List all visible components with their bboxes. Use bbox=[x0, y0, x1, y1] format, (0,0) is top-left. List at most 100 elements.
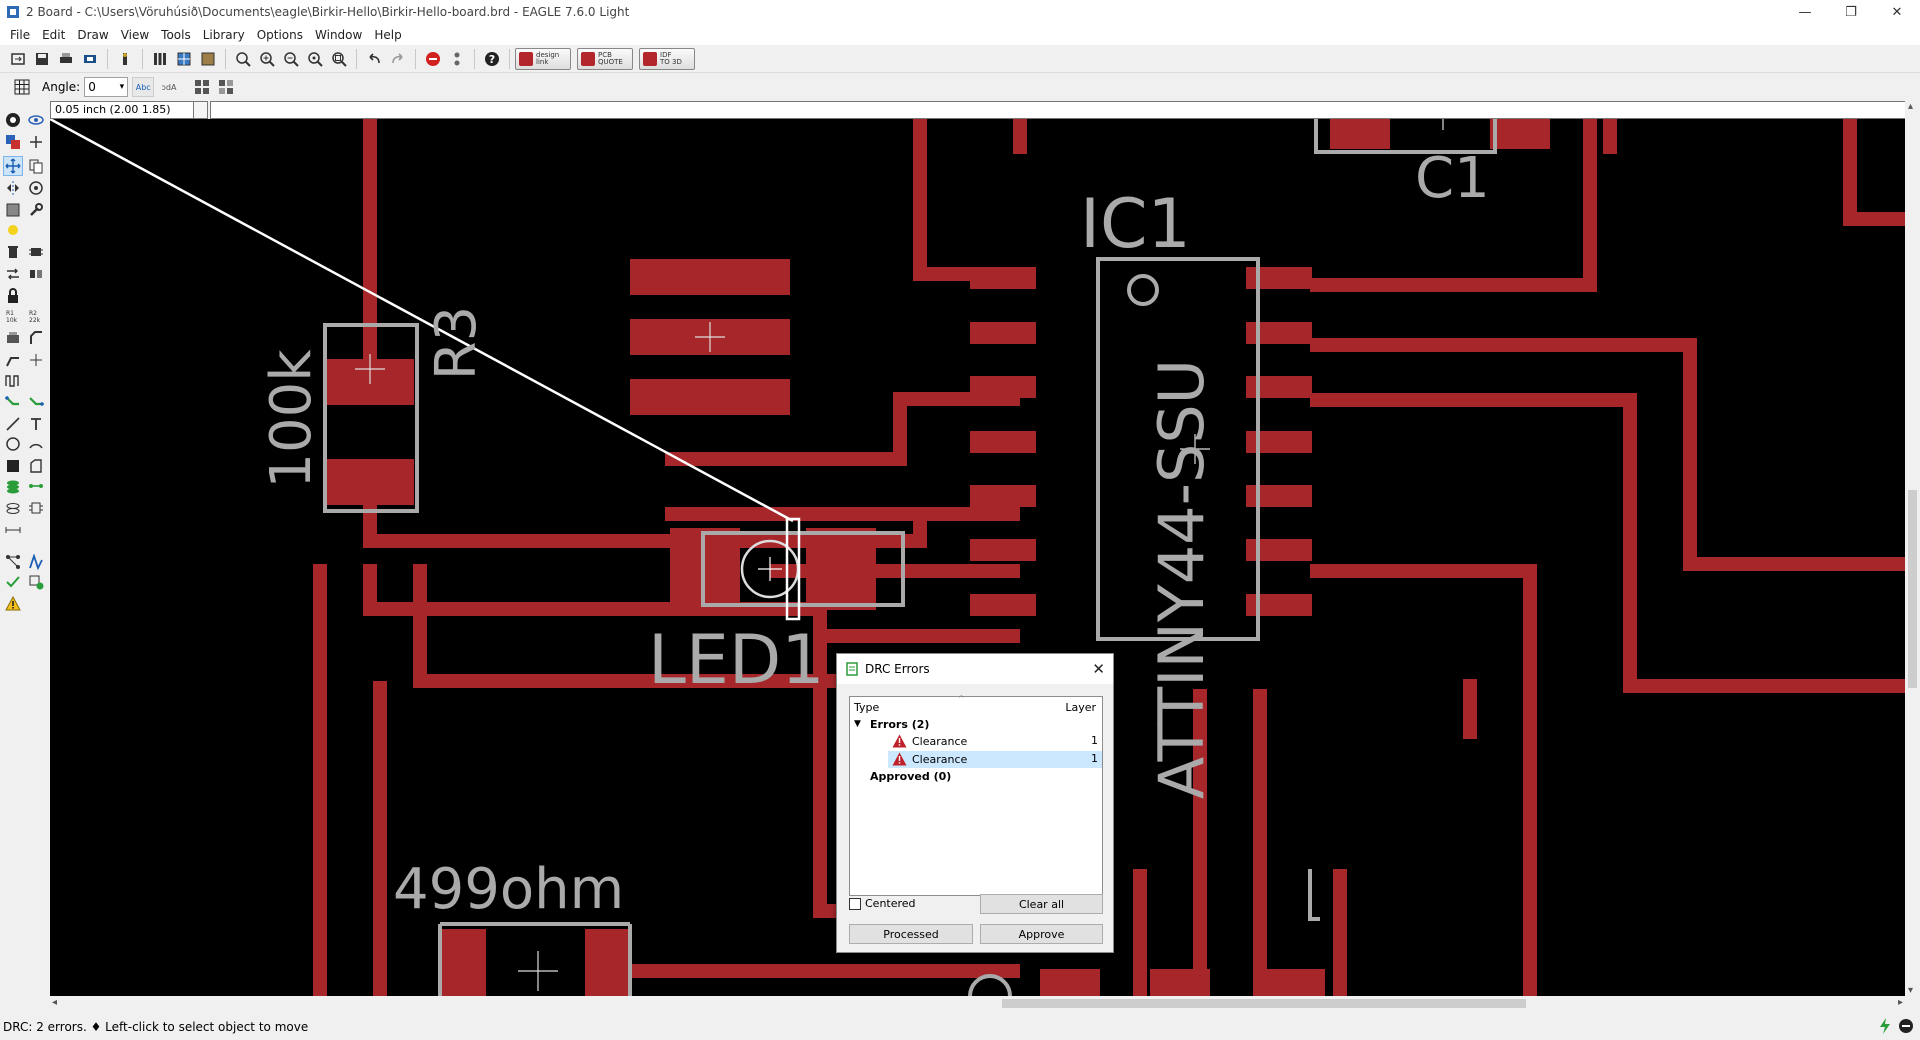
errors-group-row[interactable]: ▼ Errors (2) bbox=[850, 716, 1102, 733]
error-row[interactable]: Clearance 1 bbox=[850, 733, 1102, 750]
mark-button[interactable] bbox=[26, 132, 46, 152]
approved-group-row[interactable]: Approved (0) bbox=[850, 768, 1102, 785]
vertical-scrollbar[interactable]: ▴ ▾ bbox=[1905, 101, 1920, 996]
horizontal-scroll-thumb[interactable] bbox=[1002, 999, 1526, 1008]
meander-button[interactable] bbox=[3, 370, 23, 390]
dialog-close-button[interactable]: ✕ bbox=[1092, 660, 1105, 678]
dimension-button[interactable] bbox=[3, 520, 23, 540]
clear-all-button[interactable]: Clear all bbox=[980, 894, 1103, 914]
scroll-up-icon[interactable]: ▴ bbox=[1908, 101, 1914, 112]
column-type[interactable]: Type bbox=[854, 701, 880, 714]
horizontal-scrollbar[interactable]: ◂ ▸ bbox=[50, 996, 1905, 1011]
rect-button[interactable] bbox=[3, 456, 23, 476]
stop-icon[interactable] bbox=[1898, 1018, 1914, 1034]
via-button[interactable] bbox=[3, 476, 23, 496]
ripup-button[interactable] bbox=[26, 392, 46, 412]
menu-window[interactable]: Window bbox=[315, 27, 363, 42]
vertical-scroll-thumb[interactable] bbox=[1908, 490, 1917, 688]
chevron-down-icon[interactable]: ▼ bbox=[854, 719, 861, 729]
zoom-in-button[interactable] bbox=[255, 47, 279, 71]
lock-button[interactable] bbox=[3, 286, 23, 306]
wire-button[interactable] bbox=[3, 414, 23, 434]
ratsnest-button[interactable] bbox=[3, 552, 23, 572]
text-button[interactable] bbox=[26, 414, 46, 434]
board-button[interactable] bbox=[196, 47, 220, 71]
attribute-button[interactable] bbox=[26, 498, 46, 518]
group-style-button-2[interactable] bbox=[214, 75, 238, 99]
minimize-button[interactable]: — bbox=[1798, 4, 1812, 20]
pinswap-button[interactable] bbox=[3, 264, 23, 284]
layer-settings-button[interactable] bbox=[148, 47, 172, 71]
circle-button[interactable] bbox=[3, 434, 23, 454]
delete-button[interactable] bbox=[3, 242, 23, 262]
erc-button[interactable] bbox=[3, 572, 23, 592]
polygon-button[interactable] bbox=[26, 456, 46, 476]
text-normal-button[interactable]: Abc bbox=[132, 77, 155, 97]
optimize-button[interactable] bbox=[26, 350, 46, 370]
add-button[interactable] bbox=[26, 242, 46, 262]
menu-view[interactable]: View bbox=[120, 27, 150, 42]
menu-library[interactable]: Library bbox=[202, 27, 245, 42]
zoom-select-button[interactable] bbox=[327, 47, 351, 71]
mirror-button[interactable] bbox=[3, 178, 23, 198]
go-button[interactable] bbox=[445, 47, 469, 71]
group-button[interactable] bbox=[3, 200, 23, 220]
close-button[interactable]: ✕ bbox=[1891, 4, 1903, 20]
drc-error-list[interactable]: ^ Type Layer ▼ Errors (2) Clearance 1 Cl… bbox=[849, 694, 1103, 896]
errors-button[interactable] bbox=[3, 594, 23, 614]
change-button[interactable] bbox=[26, 200, 46, 220]
menu-tools[interactable]: Tools bbox=[161, 27, 191, 42]
text-mirror-button[interactable]: Abc bbox=[158, 77, 181, 97]
arc-button[interactable] bbox=[26, 434, 46, 454]
show-button[interactable] bbox=[26, 110, 46, 130]
grid-button[interactable] bbox=[172, 47, 196, 71]
board-canvas[interactable]: IC1 C1 R3 100k LED1 499ohm ATTINY44-SSU bbox=[50, 119, 1905, 996]
centered-checkbox[interactable] bbox=[849, 897, 861, 910]
rotate-button[interactable] bbox=[26, 178, 46, 198]
column-layer[interactable]: Layer bbox=[1065, 701, 1096, 714]
approve-button[interactable]: Approve bbox=[980, 924, 1103, 944]
copy-button[interactable] bbox=[26, 156, 46, 176]
coordinate-mode-button[interactable] bbox=[194, 101, 208, 119]
command-input[interactable]: ▾ bbox=[210, 101, 1920, 119]
angle-select[interactable]: 0 ▾ bbox=[84, 77, 129, 97]
zoom-fit-button[interactable] bbox=[231, 47, 255, 71]
menu-draw[interactable]: Draw bbox=[77, 27, 109, 42]
dialog-title-bar[interactable]: DRC Errors ✕ bbox=[837, 654, 1113, 684]
undo-button[interactable] bbox=[362, 47, 386, 71]
grid-settings-button[interactable] bbox=[10, 75, 34, 99]
zoom-out-button[interactable] bbox=[279, 47, 303, 71]
split-button[interactable] bbox=[3, 350, 23, 370]
menu-edit[interactable]: Edit bbox=[42, 27, 66, 42]
info-button[interactable] bbox=[3, 110, 23, 130]
save-button[interactable] bbox=[30, 47, 54, 71]
scroll-left-icon[interactable]: ◂ bbox=[52, 997, 58, 1008]
stop-button[interactable] bbox=[421, 47, 445, 71]
route-button[interactable] bbox=[3, 392, 23, 412]
menu-help[interactable]: Help bbox=[374, 27, 402, 42]
error-row-selected[interactable]: Clearance 1 bbox=[850, 751, 1102, 768]
signal-button[interactable] bbox=[26, 476, 46, 496]
print-button[interactable] bbox=[54, 47, 78, 71]
scroll-right-icon[interactable]: ▸ bbox=[1897, 997, 1903, 1008]
processed-button[interactable]: Processed bbox=[849, 924, 973, 944]
restore-button[interactable]: ❐ bbox=[1845, 4, 1857, 20]
lightning-icon[interactable] bbox=[1878, 1018, 1892, 1034]
display-button[interactable] bbox=[3, 132, 23, 152]
hole-button[interactable] bbox=[3, 498, 23, 518]
drc-button[interactable] bbox=[26, 572, 46, 592]
menu-file[interactable]: File bbox=[10, 27, 31, 42]
cam-button[interactable] bbox=[78, 47, 102, 71]
miter-button[interactable] bbox=[26, 328, 46, 348]
menu-options[interactable]: Options bbox=[256, 27, 304, 42]
help-button[interactable]: ? bbox=[480, 47, 504, 71]
open-button[interactable] bbox=[6, 47, 30, 71]
autorouter-button[interactable] bbox=[26, 552, 46, 572]
redo-button[interactable] bbox=[386, 47, 410, 71]
group-style-button-1[interactable] bbox=[190, 75, 214, 99]
redraw-button[interactable] bbox=[303, 47, 327, 71]
